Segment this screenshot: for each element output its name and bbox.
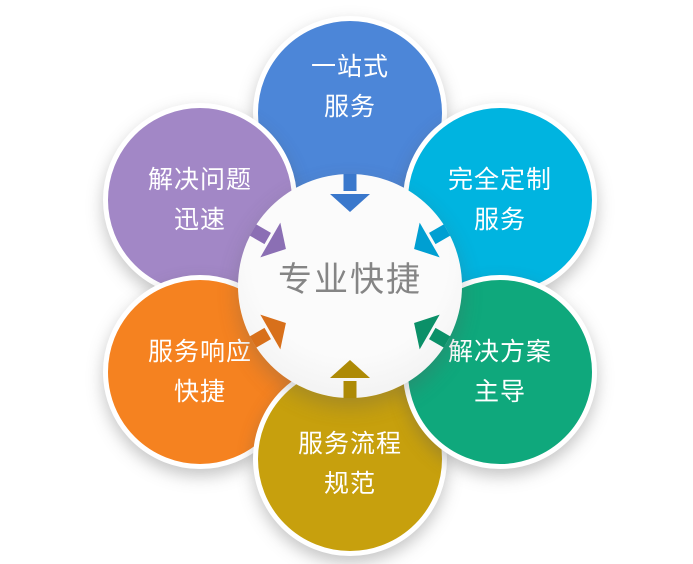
node-label-line1: 解决问题 xyxy=(147,165,252,194)
node-label-line1: 服务响应 xyxy=(147,337,252,366)
node-label-line2: 规范 xyxy=(323,469,376,498)
node-label-line1: 解决方案 xyxy=(447,337,552,366)
node-label-line2: 主导 xyxy=(473,377,526,406)
node-label-line2: 服务 xyxy=(473,205,526,234)
node-label-line1: 一站式 xyxy=(310,52,389,81)
node-label: 解决方案 主导 xyxy=(408,280,592,464)
center-hub-label: 专业快捷 xyxy=(278,259,422,300)
node-label: 一站式 服务 xyxy=(258,0,442,179)
node-label: 完全定制 服务 xyxy=(408,108,592,292)
node-label: 服务响应 快捷 xyxy=(108,280,292,464)
node-label-line2: 服务 xyxy=(323,92,376,121)
center-hub-circle: 专业快捷 xyxy=(238,174,462,398)
node-label-line1: 完全定制 xyxy=(447,165,552,194)
node-label-line2: 迅速 xyxy=(173,205,226,234)
node-label: 服务流程 规范 xyxy=(258,372,442,556)
node-label-line2: 快捷 xyxy=(173,377,226,406)
node-label: 解决问题 迅速 xyxy=(108,108,292,292)
node-label-line1: 服务流程 xyxy=(297,429,402,458)
